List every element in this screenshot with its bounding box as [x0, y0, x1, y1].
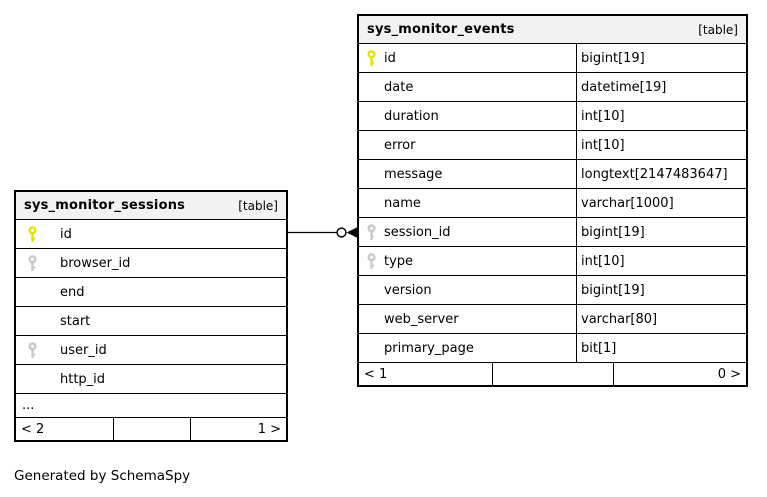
- table-header: sys_monitor_sessions [table]: [16, 192, 286, 220]
- table-title[interactable]: sys_monitor_sessions: [24, 198, 186, 213]
- column-type: int[10]: [581, 108, 625, 124]
- no-key-icon: [16, 365, 60, 393]
- column-type: bigint[19]: [581, 50, 645, 66]
- foreign-key-icon: [359, 247, 384, 275]
- column-name: end: [60, 284, 85, 300]
- no-key-icon: [359, 102, 384, 130]
- table-footer: < 2 1 >: [16, 418, 286, 440]
- no-key-icon: [359, 131, 384, 159]
- column-row-start[interactable]: start: [16, 307, 286, 336]
- footer-middle-cell: [114, 418, 191, 440]
- column-name: date: [384, 73, 577, 101]
- no-key-icon: [359, 189, 384, 217]
- column-type: longtext[2147483647]: [581, 166, 728, 182]
- column-type: bit[1]: [581, 340, 617, 356]
- no-key-icon: [359, 305, 384, 333]
- no-key-icon: [16, 278, 60, 306]
- column-name: http_id: [60, 371, 106, 387]
- foreign-key-icon: [16, 249, 60, 277]
- column-name: version: [384, 276, 577, 304]
- column-name: browser_id: [60, 255, 131, 271]
- column-row-end[interactable]: end: [16, 278, 286, 307]
- column-name: id: [384, 44, 577, 72]
- column-name: type: [384, 247, 577, 275]
- ellipsis-label: ...: [22, 398, 35, 413]
- column-type: datetime[19]: [581, 79, 667, 95]
- column-name: id: [60, 226, 72, 242]
- footer-middle-cell: [493, 363, 614, 385]
- primary-key-icon: [16, 220, 60, 248]
- column-name: duration: [384, 102, 577, 130]
- column-type: varchar[80]: [581, 311, 658, 327]
- generator-note: Generated by SchemaSpy: [14, 468, 191, 484]
- table-sys_monitor_sessions[interactable]: sys_monitor_sessions [table] id browser_i…: [14, 190, 288, 442]
- column-row-http_id[interactable]: http_id: [16, 365, 286, 394]
- column-name: start: [60, 313, 91, 329]
- no-key-icon: [359, 334, 384, 362]
- foreign-key-icon: [16, 336, 60, 364]
- table-type-badge: [table]: [238, 198, 278, 213]
- parent-count: < 2: [16, 418, 114, 440]
- zero-cardinality-icon: [336, 227, 347, 238]
- relationship-connector: [288, 227, 357, 238]
- column-type: bigint[19]: [581, 282, 645, 298]
- parent-count: < 1: [359, 363, 493, 385]
- primary-key-icon: [359, 44, 384, 72]
- column-name: message: [384, 160, 577, 188]
- child-count: 1 >: [257, 421, 281, 437]
- table-type-badge: [table]: [698, 22, 738, 37]
- column-name: name: [384, 189, 577, 217]
- column-row-browser_id[interactable]: browser_id: [16, 249, 286, 278]
- column-name: session_id: [384, 218, 577, 246]
- column-name: user_id: [60, 342, 107, 358]
- no-key-icon: [359, 73, 384, 101]
- ellipsis-row[interactable]: ...: [16, 394, 286, 418]
- column-type: bigint[19]: [581, 224, 645, 240]
- column-type: int[10]: [581, 253, 625, 269]
- no-key-icon: [16, 307, 60, 335]
- column-type: varchar[1000]: [581, 195, 674, 211]
- column-type: int[10]: [581, 137, 625, 153]
- table-header: sys_monitor_events [table]: [359, 16, 746, 44]
- column-name: primary_page: [384, 334, 577, 362]
- column-row-id[interactable]: id: [16, 220, 286, 249]
- table-title[interactable]: sys_monitor_events: [367, 22, 515, 37]
- table-footer: < 1 0 >: [359, 363, 746, 385]
- column-name: error: [384, 131, 577, 159]
- foreign-key-icon: [359, 218, 384, 246]
- column-name: web_server: [384, 305, 577, 333]
- no-key-icon: [359, 160, 384, 188]
- column-row-user_id[interactable]: user_id: [16, 336, 286, 365]
- child-count: 0 >: [717, 366, 741, 382]
- arrowhead-icon: [346, 227, 357, 238]
- no-key-icon: [359, 276, 384, 304]
